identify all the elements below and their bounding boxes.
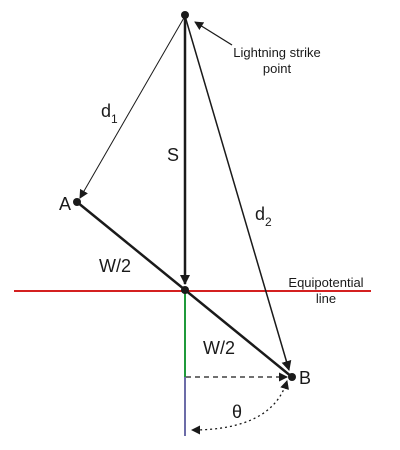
d1-label: d1: [101, 101, 118, 126]
theta-label: θ: [232, 402, 242, 422]
d2-distance-arrow: [184, 15, 292, 371]
d1-distance-arrow: [79, 15, 186, 199]
point-b-label: B: [299, 368, 311, 388]
center-point-dot: [181, 286, 189, 294]
half-width-lower-label: W/2: [203, 338, 235, 358]
point-a-dot: [73, 198, 81, 206]
theta-angle-arc: [191, 380, 289, 435]
point-b-dot: [288, 373, 296, 381]
point-a-label: A: [59, 194, 71, 214]
equipotential-label-line2: line: [316, 291, 336, 306]
s-label: S: [167, 145, 179, 165]
strike-point-label-line2: point: [263, 61, 292, 76]
strike-pointer-arrow: [194, 21, 233, 46]
equipotential-label-line1: Equipotential: [288, 275, 363, 290]
strike-point-dot: [181, 11, 189, 19]
half-width-upper-label: W/2: [99, 256, 131, 276]
strike-point-label-line1: Lightning strike: [233, 45, 320, 60]
d2-label: d2: [255, 204, 272, 229]
